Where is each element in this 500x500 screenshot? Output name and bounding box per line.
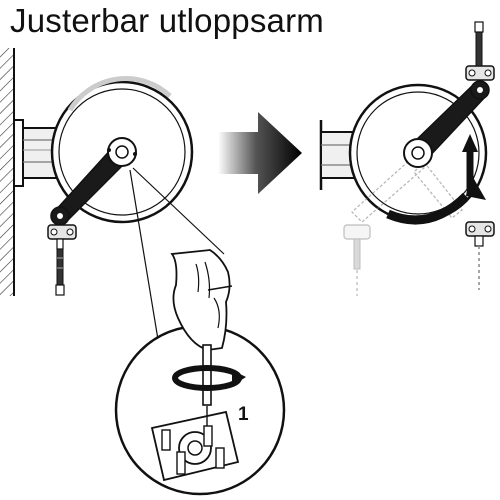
rotation-arrow-icon [386, 134, 486, 225]
outlet-arm-rotated [408, 80, 490, 162]
hose-guide-roller-top [465, 21, 495, 81]
hose-guide-roller [47, 224, 77, 250]
right-arrow-icon [218, 112, 302, 194]
wall [0, 48, 15, 296]
rotation-direction-arrow [172, 365, 246, 391]
hose-end [55, 248, 65, 296]
hub-right [403, 138, 433, 168]
diagram-title: Justerbar utloppsarm [10, 2, 324, 39]
hub [107, 137, 137, 167]
step-number: 1 [238, 404, 249, 425]
base-plate [150, 406, 240, 482]
hand-with-tool [170, 249, 233, 406]
hose-guide-roller-bottom [465, 221, 495, 290]
